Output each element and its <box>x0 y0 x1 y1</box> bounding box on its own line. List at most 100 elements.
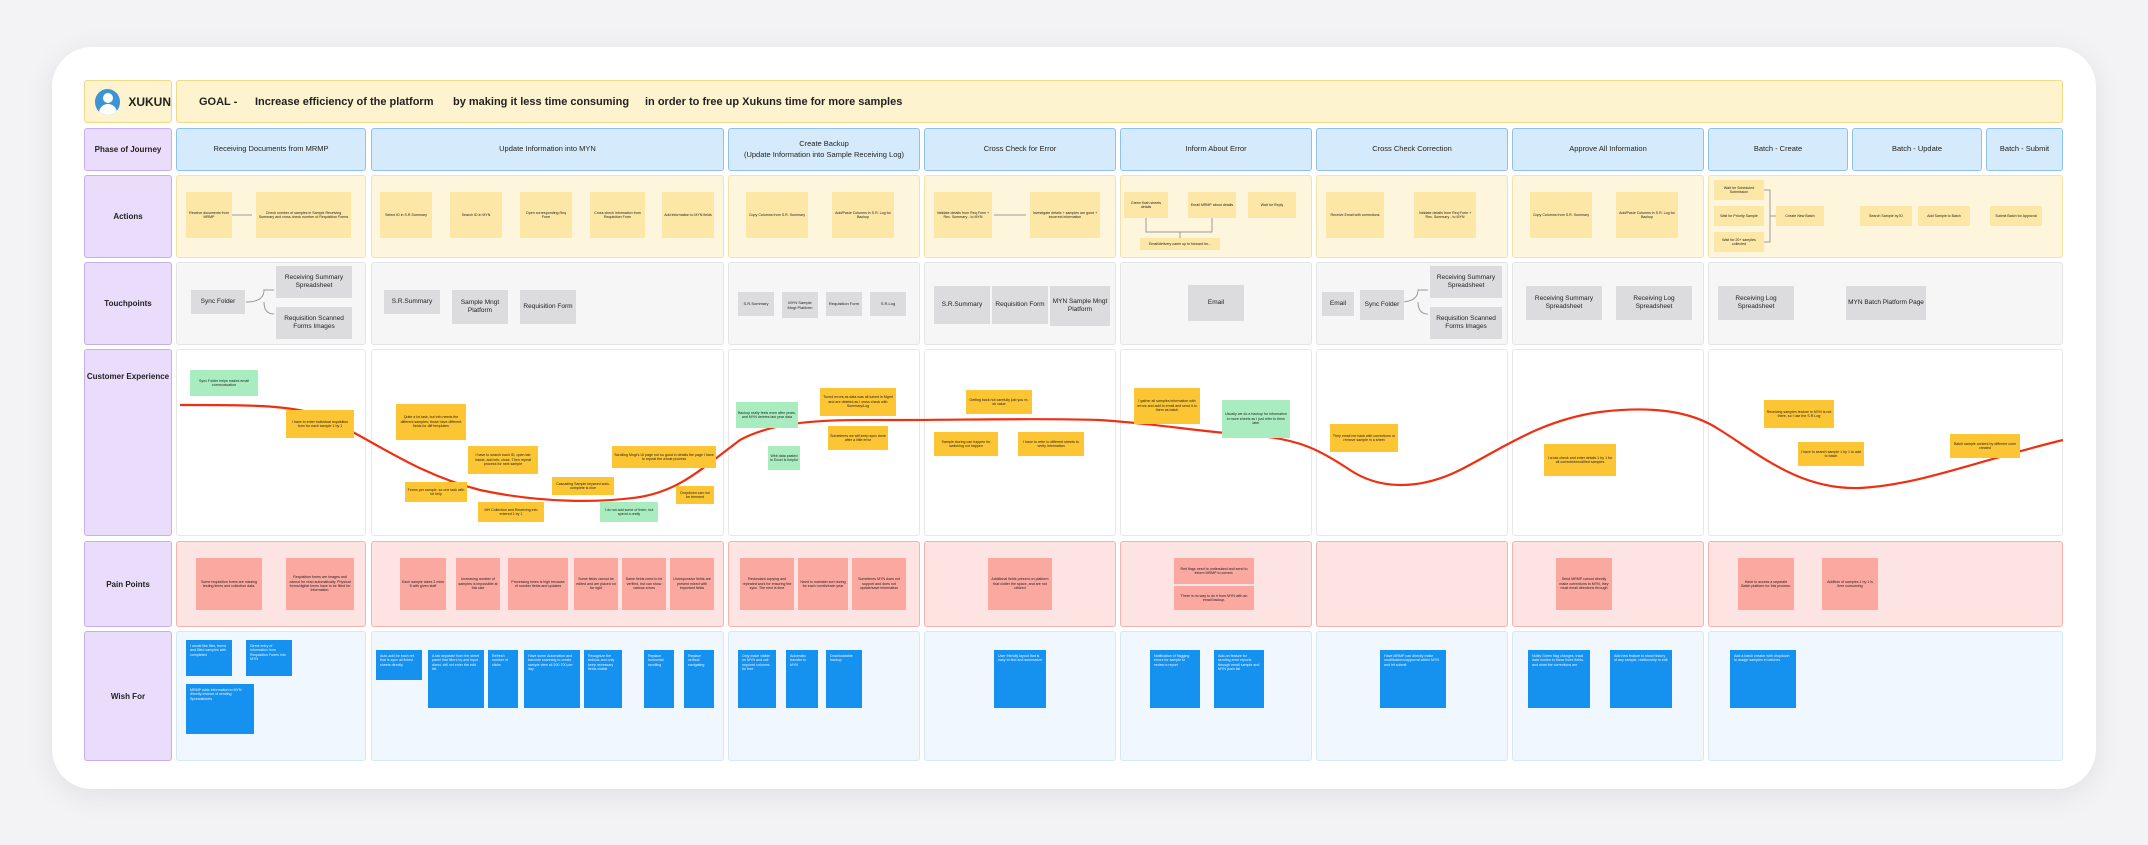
connector-bracket <box>1764 189 1776 243</box>
wish-note: Auto-add for each ref. that is sync all … <box>376 650 422 680</box>
pain-note: Send MRMP cannot directly make correctio… <box>1556 558 1612 610</box>
wish-note: Have MRMP can directly make modification… <box>1380 650 1446 708</box>
wish-note: Automatic transfer to MYN <box>786 650 818 708</box>
pain-note: Some requisition forms are missing testi… <box>196 558 262 610</box>
touchpoint-card: MYN Sample Mngt Platform <box>782 292 818 318</box>
touchpoint-card: MYN Sample Mngt Platform <box>1050 286 1110 326</box>
touchpoint-card: Email <box>1322 292 1354 316</box>
experience-note: I have to refer to different sheets to v… <box>1018 432 1084 456</box>
action-note: Search ID in MYN <box>450 192 502 238</box>
wish-note: Replace horizontal scrolling <box>644 650 674 708</box>
action-note: Copy Columns from S.R. Summary <box>1530 192 1592 238</box>
experience-note: I cross check and enter details 1 by 1 f… <box>1544 444 1616 476</box>
phase-header: Create Backup (Update Information into S… <box>728 128 920 171</box>
experience-note: I have to search sample 1 by 1 to add to… <box>1798 442 1864 466</box>
phase-header: Cross Check Correction <box>1316 128 1508 171</box>
action-note: Wait for Priority Sample <box>1714 206 1764 226</box>
touchpoint-card: S.R.Summary <box>934 286 990 324</box>
action-note: Wait for Reply <box>1248 192 1296 218</box>
phase-header: Update Information into MYN <box>371 128 724 171</box>
experience-lane <box>1512 349 1704 536</box>
action-note: Submit Batch for Approval <box>1990 206 2042 226</box>
wish-note: Notification of flagging errors for samp… <box>1150 650 1200 708</box>
experience-note: Batch sample content by different color … <box>1950 434 2020 458</box>
pain-note: Some fields cannot be edited and are pla… <box>574 558 618 610</box>
action-note: Investigate details + samples are good +… <box>1030 192 1100 238</box>
touchpoint-card: Sample Mngt Platform <box>452 290 508 324</box>
touchpoint-card: Receiving Summary Spreadsheet <box>1526 286 1602 320</box>
experience-note: Backup really feels even after years, an… <box>736 402 798 428</box>
action-note: Search Sample by ID <box>1860 206 1912 226</box>
action-note: Open corresponding Req Form <box>520 192 572 238</box>
action-note: Validate details from Req.Form + Rec. Su… <box>1414 192 1476 238</box>
experience-note: MH Collection and Receiving info entered… <box>478 502 544 522</box>
experience-note: Tuned errors as data was all saved in Mg… <box>820 388 896 416</box>
pain-note: There is no way to do it from MYN with a… <box>1174 586 1254 610</box>
action-note: Add Sample to Batch <box>1918 206 1970 226</box>
touchpoint-card: Requisition Form <box>520 290 576 324</box>
wish-note: Have some Automation and barcode scannin… <box>524 650 580 708</box>
persona-card: XUKUN <box>84 80 172 123</box>
wish-note: Add a batch creator with dropdown to ass… <box>1730 650 1796 708</box>
pain-note: Additional fields present on platform th… <box>988 558 1052 610</box>
phase-header: Approve All Information <box>1512 128 1704 171</box>
wish-note: Recognize the tedious and only keep nece… <box>584 650 622 708</box>
touchpoint-card: Requisition Form <box>992 286 1048 324</box>
touchpoint-card: Requisition Form <box>826 292 862 316</box>
phase-header: Batch - Update <box>1852 128 1982 171</box>
touchpoint-card: Receiving Summary Spreadsheet <box>1430 266 1502 298</box>
wish-note: A tab separate from the sheet panel that… <box>428 650 484 708</box>
touchpoint-card: Receiving Summary Spreadsheet <box>276 266 352 298</box>
pain-note: Need to maintain sort during for each mo… <box>798 558 848 610</box>
persona-name: XUKUN <box>128 94 171 109</box>
goal-part-2: by making it less time consuming <box>453 95 630 108</box>
row-label-wish: Wish For <box>84 631 172 761</box>
action-note: Create New Batch <box>1776 206 1824 226</box>
action-note: Wait for 20+ samples collected <box>1714 232 1764 252</box>
pain-note: Increasing number of samples is impossib… <box>456 558 500 610</box>
action-note: Select ID in S.R.Summary <box>380 192 432 238</box>
pain-note: Same fields need to be verified, but can… <box>622 558 666 610</box>
connector-bracket <box>1145 218 1213 238</box>
pain-note: Each sample takes 2 mins 5 with given st… <box>400 558 446 610</box>
pain-note: Red flags need to understand and send to… <box>1174 558 1254 584</box>
goal-prefix: GOAL - <box>199 95 238 108</box>
touchpoint-card: S.R.Summary <box>738 292 774 316</box>
user-avatar-icon <box>95 88 121 115</box>
pain-note: Redundant copying and repeated work for … <box>740 558 794 610</box>
wish-note: Add-on feature for sending error reports… <box>1214 650 1264 708</box>
experience-note: Scrolling Mngt's UI page not so good in … <box>612 446 716 468</box>
action-note: Email MRMP about details <box>1188 192 1236 218</box>
experience-note: I have to search each ID, open tab insid… <box>468 446 538 474</box>
experience-lane <box>1708 349 2063 536</box>
wish-note: Replace vertical navigating <box>684 650 714 708</box>
experience-note: Web data pasted in Excel is helpful <box>768 446 800 470</box>
touchpoint-card: Receiving Log Spreadsheet <box>1718 286 1794 320</box>
action-note: Check number of samples in Sample Receiv… <box>256 192 351 238</box>
experience-note: Forms per sample, so one task with lot h… <box>405 482 467 502</box>
experience-note: I have to enter individual requisition f… <box>286 410 354 438</box>
touchpoint-card: Sync Folder <box>191 290 245 314</box>
action-note: Copy Columns from S.R. Summary <box>746 192 808 238</box>
experience-note: Getting back not carefully just you re-o… <box>966 390 1032 414</box>
phase-header: Receiving Documents from MRMP <box>176 128 366 171</box>
touchpoint-card: Sync Folder <box>1360 290 1404 320</box>
goal-part-3: in order to free up Xukuns time for more… <box>645 95 903 108</box>
wish-note: User friendly layout that is easy to fin… <box>994 650 1046 708</box>
phase-header: Cross Check for Error <box>924 128 1116 171</box>
wish-note: Downloadable backup <box>826 650 862 708</box>
pain-note: Unresponsive fields are present mixed wi… <box>670 558 714 610</box>
experience-note: Receiving samples feature in MYN is not … <box>1764 400 1834 428</box>
wish-note: Notify Green flag changes, track data mo… <box>1528 650 1590 708</box>
experience-lane <box>728 349 920 536</box>
pain-note: Requisition forms are images and cannot … <box>286 558 354 610</box>
experience-note: Quite a lot task, but info needs the dif… <box>396 404 466 440</box>
touchpoint-card: Requisition Scanned Forms Images <box>1430 307 1502 339</box>
pain-lane <box>1120 541 1312 627</box>
row-label-phase: Phase of Journey <box>84 128 172 171</box>
pain-note: Addition of samples 1 by 1 is time consu… <box>1822 558 1878 610</box>
experience-note: I do not add some of them, but spend a r… <box>600 502 658 522</box>
experience-note: Cascading Sample keyword auto-complete i… <box>552 477 614 495</box>
